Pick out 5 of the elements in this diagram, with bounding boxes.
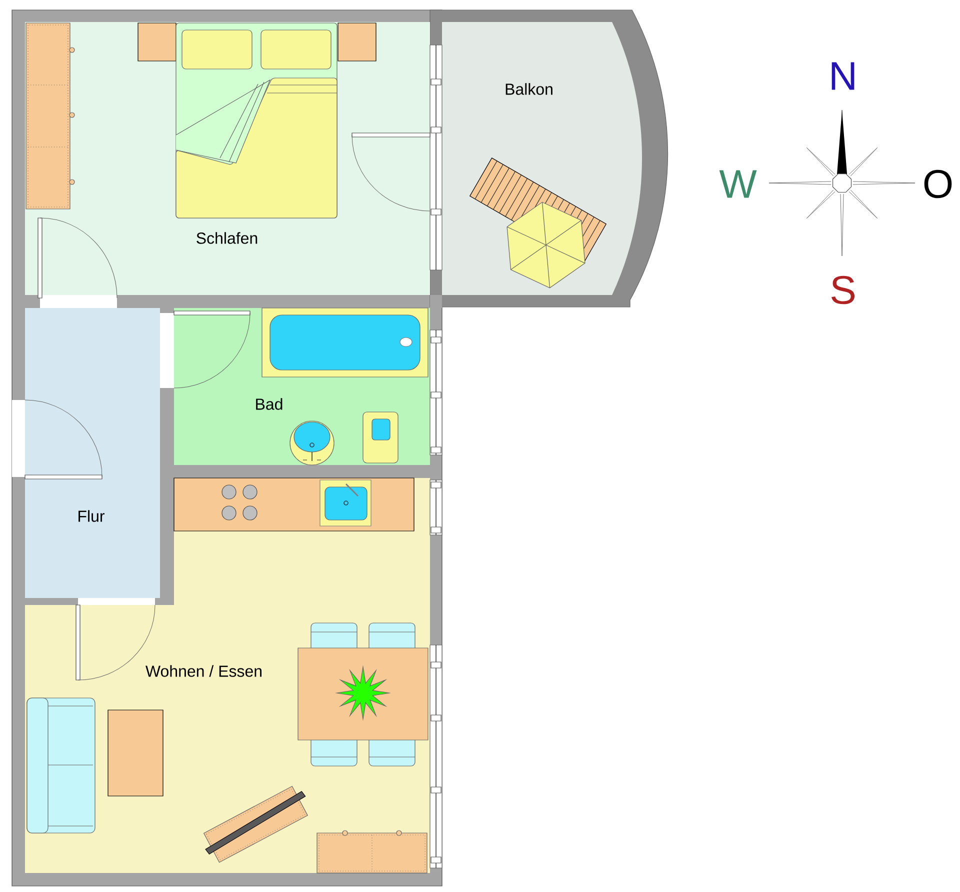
compass-letter: W xyxy=(719,170,757,198)
compass-letter: S xyxy=(832,276,855,304)
compass-letter: N xyxy=(832,62,854,90)
room: Flur xyxy=(25,308,160,598)
compass-letter: O xyxy=(924,170,952,198)
